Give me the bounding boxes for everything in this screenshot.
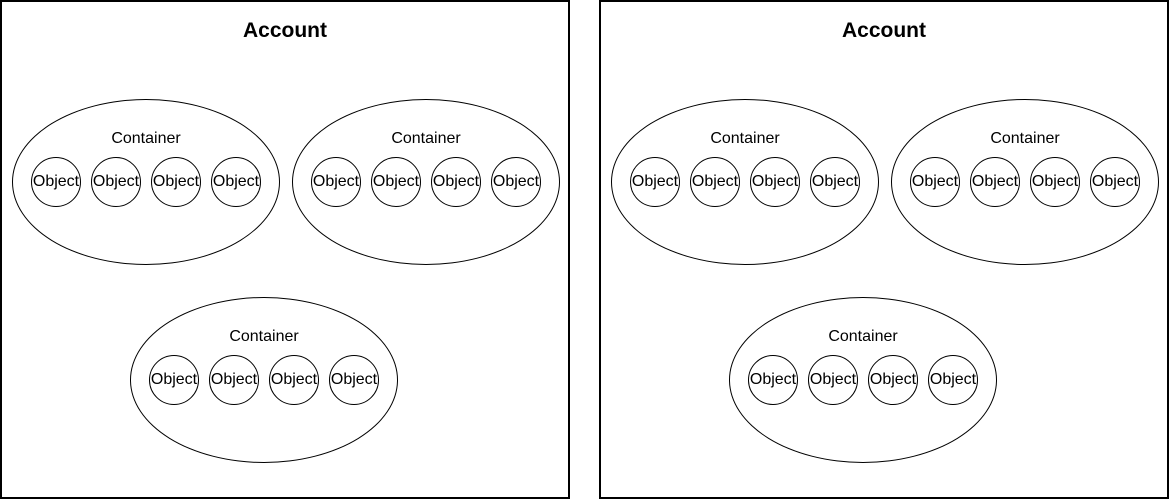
- objects-row: Object Object Object Object: [13, 157, 279, 207]
- container-label: Container: [828, 328, 898, 345]
- container-ellipse: Container Object Object Object Object: [611, 99, 879, 265]
- object-circle: Object: [151, 157, 201, 207]
- object-circle: Object: [209, 355, 259, 405]
- container-label: Container: [391, 130, 461, 147]
- account-panel-left: Account Container Object Object Object O…: [0, 0, 570, 499]
- object-circle: Object: [329, 355, 379, 405]
- objects-row: Object Object Object Object: [892, 157, 1158, 207]
- object-circle: Object: [750, 157, 800, 207]
- container-label: Container: [710, 130, 780, 147]
- object-circle: Object: [630, 157, 680, 207]
- object-circle: Object: [868, 355, 918, 405]
- object-circle: Object: [808, 355, 858, 405]
- object-circle: Object: [431, 157, 481, 207]
- container-ellipse: Container Object Object Object Object: [12, 99, 280, 265]
- object-circle: Object: [1090, 157, 1140, 207]
- object-circle: Object: [970, 157, 1020, 207]
- object-circle: Object: [810, 157, 860, 207]
- object-circle: Object: [748, 355, 798, 405]
- object-circle: Object: [491, 157, 541, 207]
- object-circle: Object: [928, 355, 978, 405]
- container-ellipse: Container Object Object Object Object: [292, 99, 560, 265]
- objects-row: Object Object Object Object: [612, 157, 878, 207]
- object-circle: Object: [1030, 157, 1080, 207]
- container-label: Container: [111, 130, 181, 147]
- object-circle: Object: [311, 157, 361, 207]
- object-circle: Object: [371, 157, 421, 207]
- objects-row: Object Object Object Object: [293, 157, 559, 207]
- object-circle: Object: [91, 157, 141, 207]
- objects-row: Object Object Object Object: [131, 355, 397, 405]
- container-ellipse: Container Object Object Object Object: [130, 297, 398, 463]
- container-ellipse: Container Object Object Object Object: [891, 99, 1159, 265]
- object-circle: Object: [211, 157, 261, 207]
- object-circle: Object: [910, 157, 960, 207]
- container-label: Container: [990, 130, 1060, 147]
- object-circle: Object: [690, 157, 740, 207]
- container-ellipse: Container Object Object Object Object: [729, 297, 997, 463]
- container-label: Container: [229, 328, 299, 345]
- account-title: Account: [243, 19, 327, 42]
- account-panel-right: Account Container Object Object Object O…: [599, 0, 1169, 499]
- object-circle: Object: [31, 157, 81, 207]
- object-circle: Object: [149, 355, 199, 405]
- object-circle: Object: [269, 355, 319, 405]
- objects-row: Object Object Object Object: [730, 355, 996, 405]
- account-title: Account: [842, 19, 926, 42]
